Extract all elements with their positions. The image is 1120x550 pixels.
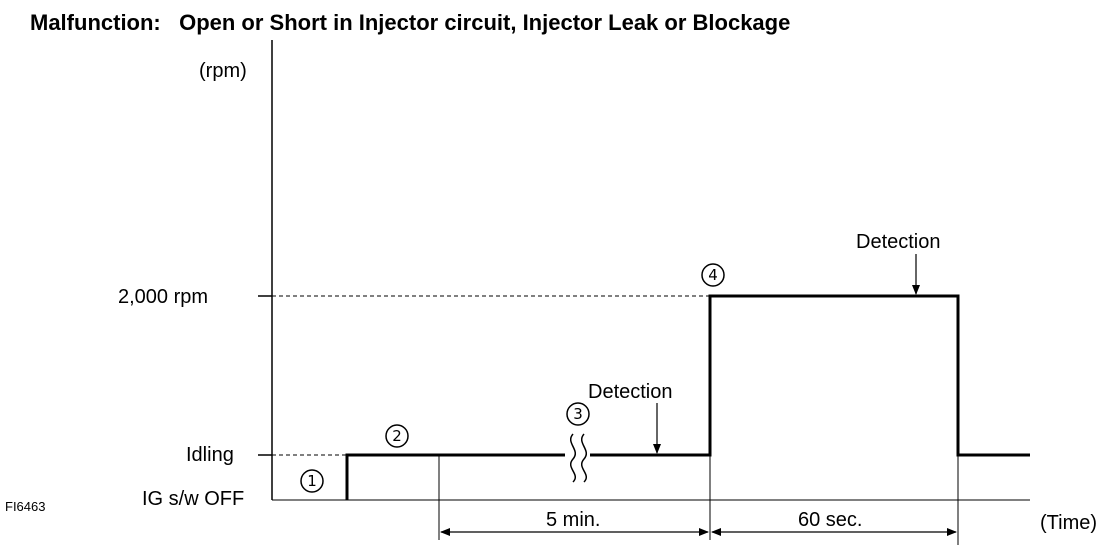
diagram-title: Malfunction: Open or Short in Injector c…	[30, 10, 790, 35]
step-3-number: 3	[573, 405, 583, 423]
step-2-marker: 2	[385, 424, 409, 448]
y-axis-unit-label: (rpm)	[199, 60, 247, 82]
detection-label-idle: Detection	[588, 381, 673, 403]
x-axis-unit-label: (Time)	[1040, 512, 1097, 534]
duration-5min-label: 5 min.	[546, 509, 600, 531]
level-idling-label: Idling	[186, 444, 234, 466]
figure-id: FI6463	[5, 499, 45, 514]
step-1-marker: 1	[300, 469, 324, 493]
detection-label-2000rpm: Detection	[856, 231, 941, 253]
step-4-marker: 4	[701, 263, 725, 287]
step-2-number: 2	[392, 427, 402, 445]
time-break-mark-2	[581, 433, 587, 483]
step-3-marker: 3	[566, 402, 590, 426]
rpm-trace-main	[590, 294, 1030, 457]
step-1-number: 1	[307, 472, 317, 490]
step-4-number: 4	[708, 266, 718, 284]
rpm-trace-idle-first	[345, 453, 565, 500]
duration-60sec-label: 60 sec.	[798, 509, 862, 531]
level-2000rpm-label: 2,000 rpm	[118, 286, 208, 308]
level-ig-off-label: IG s/w OFF	[142, 488, 244, 510]
time-break-mark-1	[570, 433, 576, 483]
